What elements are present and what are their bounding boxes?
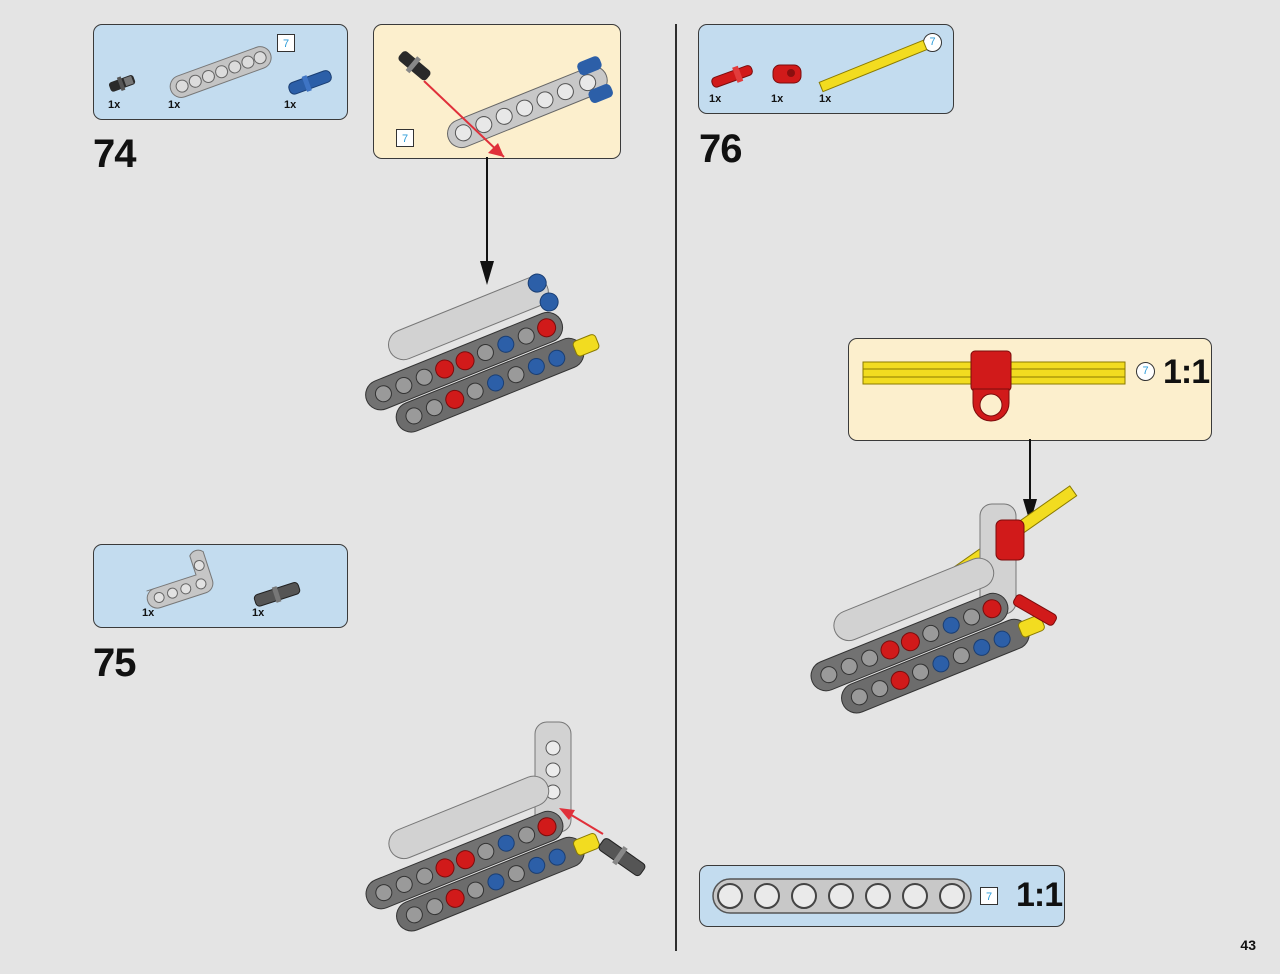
yellow-axle-icon [818,39,928,93]
step-76-model-icon [810,485,1078,714]
blue-pin-icon [288,70,332,95]
subassembly-beam-with-pins-icon [398,51,613,158]
step-74-model-icon [365,273,600,433]
red-pin-icon [711,65,753,88]
scale-label: 1:1 [1163,353,1210,391]
step-number-75: 75 [93,641,136,685]
step-76-scale-callout: 7 1:1 [848,338,1212,441]
callout-length-badge: 7 [396,129,414,147]
axle-pin-icon [253,582,301,607]
qty-label: 1x [771,93,784,105]
callout-length-badge: 7 [1136,362,1155,381]
l-beam-icon [146,549,214,609]
beam-length-ruler-panel: 7 1:1 [699,865,1065,927]
step-number-74: 74 [93,132,136,176]
qty-label: 1x [284,99,297,111]
step-74-subassembly-callout: 7 [373,24,621,159]
parts-length-badge: 7 [277,34,295,52]
page-number: 43 [1240,937,1256,953]
scale-label: 1:1 [1016,876,1063,914]
beam-7-ruler-icon [712,878,972,914]
step-74-parts-panel: 7 1x 1x 1x [93,24,348,120]
step-75-parts-panel: 1x 1x [93,544,348,628]
qty-label: 1x [142,607,155,619]
step-75-model-icon [365,721,646,932]
black-pin-icon [108,75,136,92]
step-76-parts-panel: 7 1x 1x 1x [698,24,954,114]
qty-label: 1x [709,93,722,105]
step-number-76: 76 [699,127,742,171]
axle-connector-icon [772,64,802,84]
yellow-axle-with-connector-icon [862,350,1126,422]
arrow-icon [480,157,494,285]
qty-label: 1x [819,93,832,105]
arrow-icon [1023,439,1037,523]
ruler-length-badge: 7 [980,887,998,905]
page-column-divider [675,24,677,951]
beam-7-icon [169,46,272,98]
qty-label: 1x [168,99,181,111]
qty-label: 1x [252,607,265,619]
qty-label: 1x [108,99,121,111]
